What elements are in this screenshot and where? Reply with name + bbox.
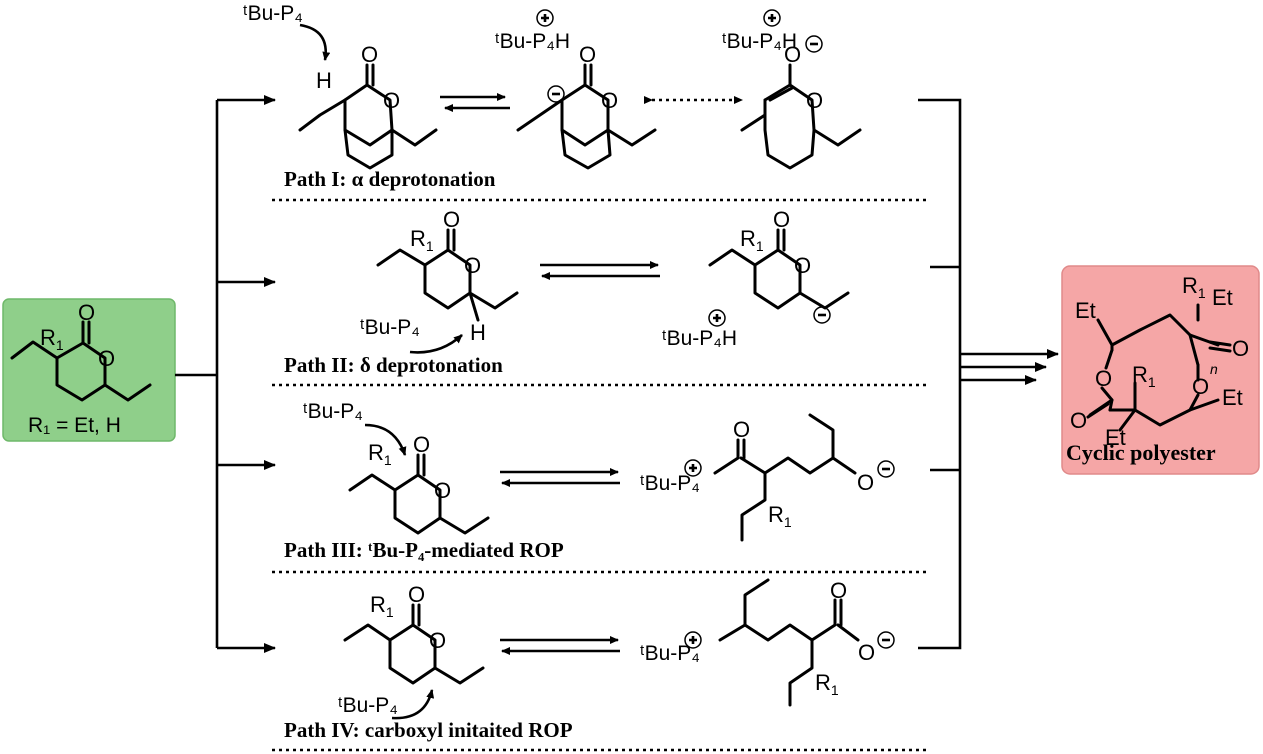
path3-phosphonium: ᵗBu-P₄ [640, 472, 700, 495]
path4-reactant-r1: R1 [370, 592, 394, 620]
product-repeat-n: n [1210, 361, 1218, 377]
path4-reactant-ring-o: O [429, 628, 446, 653]
monomer-r1-definition: R₁ = Et, H [28, 414, 121, 437]
path-2: O O R1 H ᵗBu-P₄ O O R1 ᵗBu-P₄H Path II: … [272, 207, 930, 387]
path-3: O O R1 ᵗBu-P₄ O O R1 ᵗBu-P₄ Path III: ᵗB… [272, 400, 930, 574]
path1-reactant-ring-o: O [383, 88, 400, 113]
path4-product-carbonyl-o: O [830, 578, 847, 603]
product-carbonyl-o-left: O [1070, 408, 1087, 433]
path4-reactant-carbonyl-o: O [408, 582, 425, 607]
product-label: Cyclic polyester [1066, 440, 1216, 465]
path3-reactant-ring-o: O [434, 478, 451, 503]
path2-base: ᵗBu-P₄ [360, 316, 420, 339]
path2-label: Path II: δ deprotonation [284, 353, 503, 377]
monomer-carbonyl-oxygen: O [78, 300, 95, 325]
product-et-bottom: Et [1105, 425, 1126, 450]
path1-enolate-ring-o: O [806, 88, 823, 113]
monomer-box: O O R1 R₁ = Et, H [2, 298, 176, 442]
cyclic-polyester-structure [1086, 303, 1232, 432]
path2-reactant-ring-o: O [464, 253, 481, 278]
path2-product-carbonyl-o: O [773, 207, 790, 232]
path1-reactant-carbonyl-o: O [361, 42, 378, 67]
path3-product-carbonyl-o: O [733, 417, 750, 442]
product-et-bottom-right: Et [1222, 385, 1243, 410]
path2-reactant-r1: R1 [410, 226, 434, 254]
product-ester-o-right: O [1192, 374, 1209, 399]
path2-product-r1: R1 [740, 226, 764, 254]
path4-base: ᵗBu-P₄ [338, 694, 398, 717]
product-r1-top: R1 [1182, 273, 1206, 301]
path2-reactant-carbonyl-o: O [443, 207, 460, 232]
path1-carbanion-carbonyl-o: O [579, 42, 596, 67]
path3-product-r1: R1 [768, 502, 792, 530]
path3-product-alkoxide-o: O [857, 470, 874, 495]
path-4: O O R1 ᵗBu-P₄ O O R1 ᵗBu-P₄ Path IV: car… [272, 578, 930, 752]
path1-base: ᵗBu-P₄ [243, 2, 303, 25]
monomer-ring-oxygen: O [98, 346, 115, 371]
path3-base: ᵗBu-P₄ [303, 400, 363, 423]
path3-reactant-r1: R1 [368, 440, 392, 468]
path2-delta-h: H [470, 320, 486, 345]
path1-label: Path I: α deprotonation [284, 167, 496, 191]
path1-alpha-h: H [316, 68, 332, 93]
path4-phosphonium: ᵗBu-P₄ [640, 642, 700, 665]
product-et-top-right: Et [1212, 285, 1233, 310]
branch-connectors [175, 95, 1059, 653]
product-et-top-left: Et [1075, 298, 1096, 323]
product-carbonyl-o-right: O [1232, 336, 1249, 361]
product-ester-o-left: O [1095, 366, 1112, 391]
path4-product-carboxylate-o: O [858, 640, 875, 665]
path1-enolate-o: O [784, 42, 801, 67]
path2-product-ring-o: O [794, 253, 811, 278]
product-box-background [1061, 265, 1260, 475]
path1-carbanion-ring-o: O [601, 88, 618, 113]
path4-product-r1: R1 [815, 670, 839, 698]
path1-protonated-base: ᵗBu-P₄H [495, 30, 570, 53]
path1-protonated-base-2: ᵗBu-P₄H [722, 30, 797, 53]
path3-reactant-carbonyl-o: O [413, 432, 430, 457]
path3-label: Path III: ᵗBu-P₄-mediated ROP [284, 538, 564, 562]
path-1: O O H ᵗBu-P₄ O O ᵗBu-P₄H O O ᵗBu-P₄H [243, 2, 930, 202]
monomer-box-background [2, 298, 176, 442]
path2-protonated-base: ᵗBu-P₄H [662, 327, 737, 350]
product-r1-bottom: R1 [1132, 362, 1156, 390]
path4-label: Path IV: carboxyl initaited ROP [284, 718, 573, 742]
product-box: Et R1 Et O O O n R1 O Et Et Cyclic polye… [1061, 265, 1260, 475]
